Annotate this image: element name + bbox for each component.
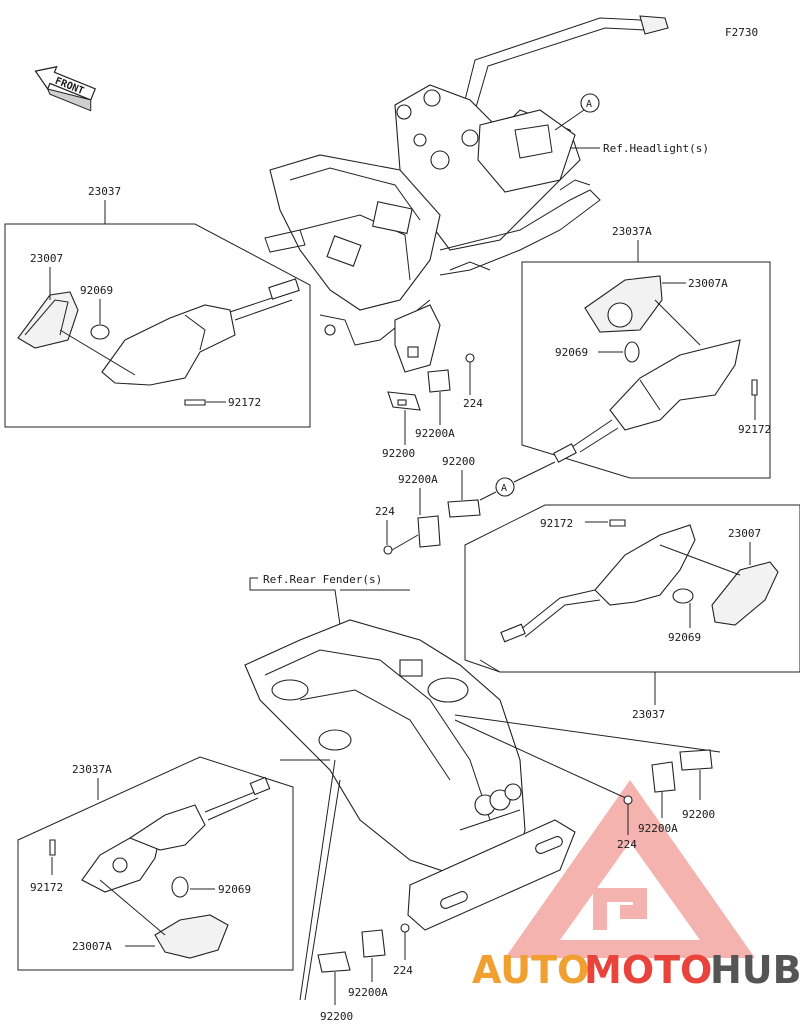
screw-92172-left [184,399,206,406]
turn-signal-rear-left-group: 23037A 92172 92069 23007A [17,756,294,971]
bulb-92069-mid [672,588,694,604]
front-stay-frame [264,15,669,373]
group-box-23037-mid [464,504,800,673]
label-23007A-right: 23007A [688,277,728,290]
watermark-hub: HUB [710,948,800,992]
label-92200A-br: 92200A [638,822,678,835]
front-arrow-icon: FRONT [34,65,97,112]
label-23037-top: 23037 [88,185,121,198]
callout-a-top: A [586,99,592,110]
label-92069-bottom: 92069 [218,883,251,896]
ref-headlight-label: Ref.Headlight(s) [603,142,709,155]
label-92200-top: 92200 [382,447,415,460]
label-224-bottom: 224 [393,964,413,977]
bolt-224-br [623,795,633,805]
screw-92172-mid [609,519,626,527]
label-92172-left: 92172 [228,396,261,409]
callout-a-mid-letter: A [501,483,507,494]
bolt-224-top [465,353,475,363]
signal-body-left [101,304,236,386]
bulb-92069-left [90,324,110,340]
lens-23007-mid [711,561,779,626]
turn-signal-rear-right-group: 92172 23007 92069 23037 [464,504,800,721]
bulb-92069-bottom [171,876,189,898]
turn-signal-front-right-group: 23037A 23007A 92069 92172 [521,225,771,479]
lens-23007-left [17,291,79,349]
ref-rear-fender-callout: Ref.Rear Fender(s) [249,573,410,626]
label-92200-br: 92200 [682,808,715,821]
mount-parts-bottom: 224 92200A 92200 [317,923,413,1023]
callout-a-circle-mid [495,477,515,497]
mount-parts-bottom-right: 92200 92200A 224 [617,749,715,851]
label-92172-bottom: 92172 [30,881,63,894]
rear-fender-assembly [244,619,576,931]
group-box-23037A-bottom [17,756,294,971]
label-224-top: 224 [463,397,483,410]
label-92069-right: 92069 [555,346,588,359]
group-box-23037-top [4,223,311,428]
label-23037A-bottom: 23037A [72,763,112,776]
clamp-92200A-br [651,761,676,793]
bolt-224-mid [383,545,393,555]
mount-parts-top: 224 92200A 92200 [382,353,483,460]
label-92200-mid: 92200 [442,455,475,468]
bolt-224-bottom [400,923,410,933]
label-23007A-bottom: 23007A [72,940,112,953]
rear-fender-body [244,619,526,881]
label-224-mid: 224 [375,505,395,518]
label-92069-left: 92069 [80,284,113,297]
label-92200-bottom: 92200 [320,1010,353,1023]
plate-92200-br [679,749,713,771]
label-23007-left: 23007 [30,252,63,265]
label-92200A-top: 92200A [415,427,455,440]
label-23007-mid: 23007 [728,527,761,540]
label-23037A-right: 23037A [612,225,652,238]
watermark-moto: MOTO [584,948,712,992]
ref-rear-fender-label: Ref.Rear Fender(s) [263,573,382,586]
label-224-br: 224 [617,838,637,851]
clamp-92200A-mid [417,515,441,548]
label-23037-mid: 23037 [632,708,665,721]
signal-body-right [609,339,741,431]
group-box-23037A-right [521,261,771,479]
watermark-auto: AUTO [472,948,589,992]
clamp-92200A-bottom [361,929,386,958]
callout-a-circle-top [580,93,600,113]
label-92172-right: 92172 [738,423,771,436]
plate-92200-mid [447,499,481,518]
ref-headlight-callout: Ref.Headlight(s) A [554,93,709,155]
screw-92172-bottom [49,839,56,856]
label-92172-mid: 92172 [540,517,573,530]
lens-23007A-bottom [154,914,229,959]
watermark-g-shape [593,888,647,930]
plate-92200-bottom [317,951,351,973]
screw-92172-right [751,379,758,396]
bulb-92069-right [624,341,640,363]
mount-parts-mid: 92200 92200A 224 [375,455,481,555]
watermark-text: AUTO MOTO HUB [472,948,800,992]
diagram-code: F2730 [725,26,758,39]
watermark-logo [505,780,755,958]
callout-a-mid: A [479,461,556,501]
turn-signal-front-left-group: 23037 23007 92069 92172 [4,185,311,428]
clamp-92200A-top [427,369,451,393]
label-92200A-bottom: 92200A [348,986,388,999]
label-92069-mid: 92069 [668,631,701,644]
label-92200A-mid: 92200A [398,473,438,486]
